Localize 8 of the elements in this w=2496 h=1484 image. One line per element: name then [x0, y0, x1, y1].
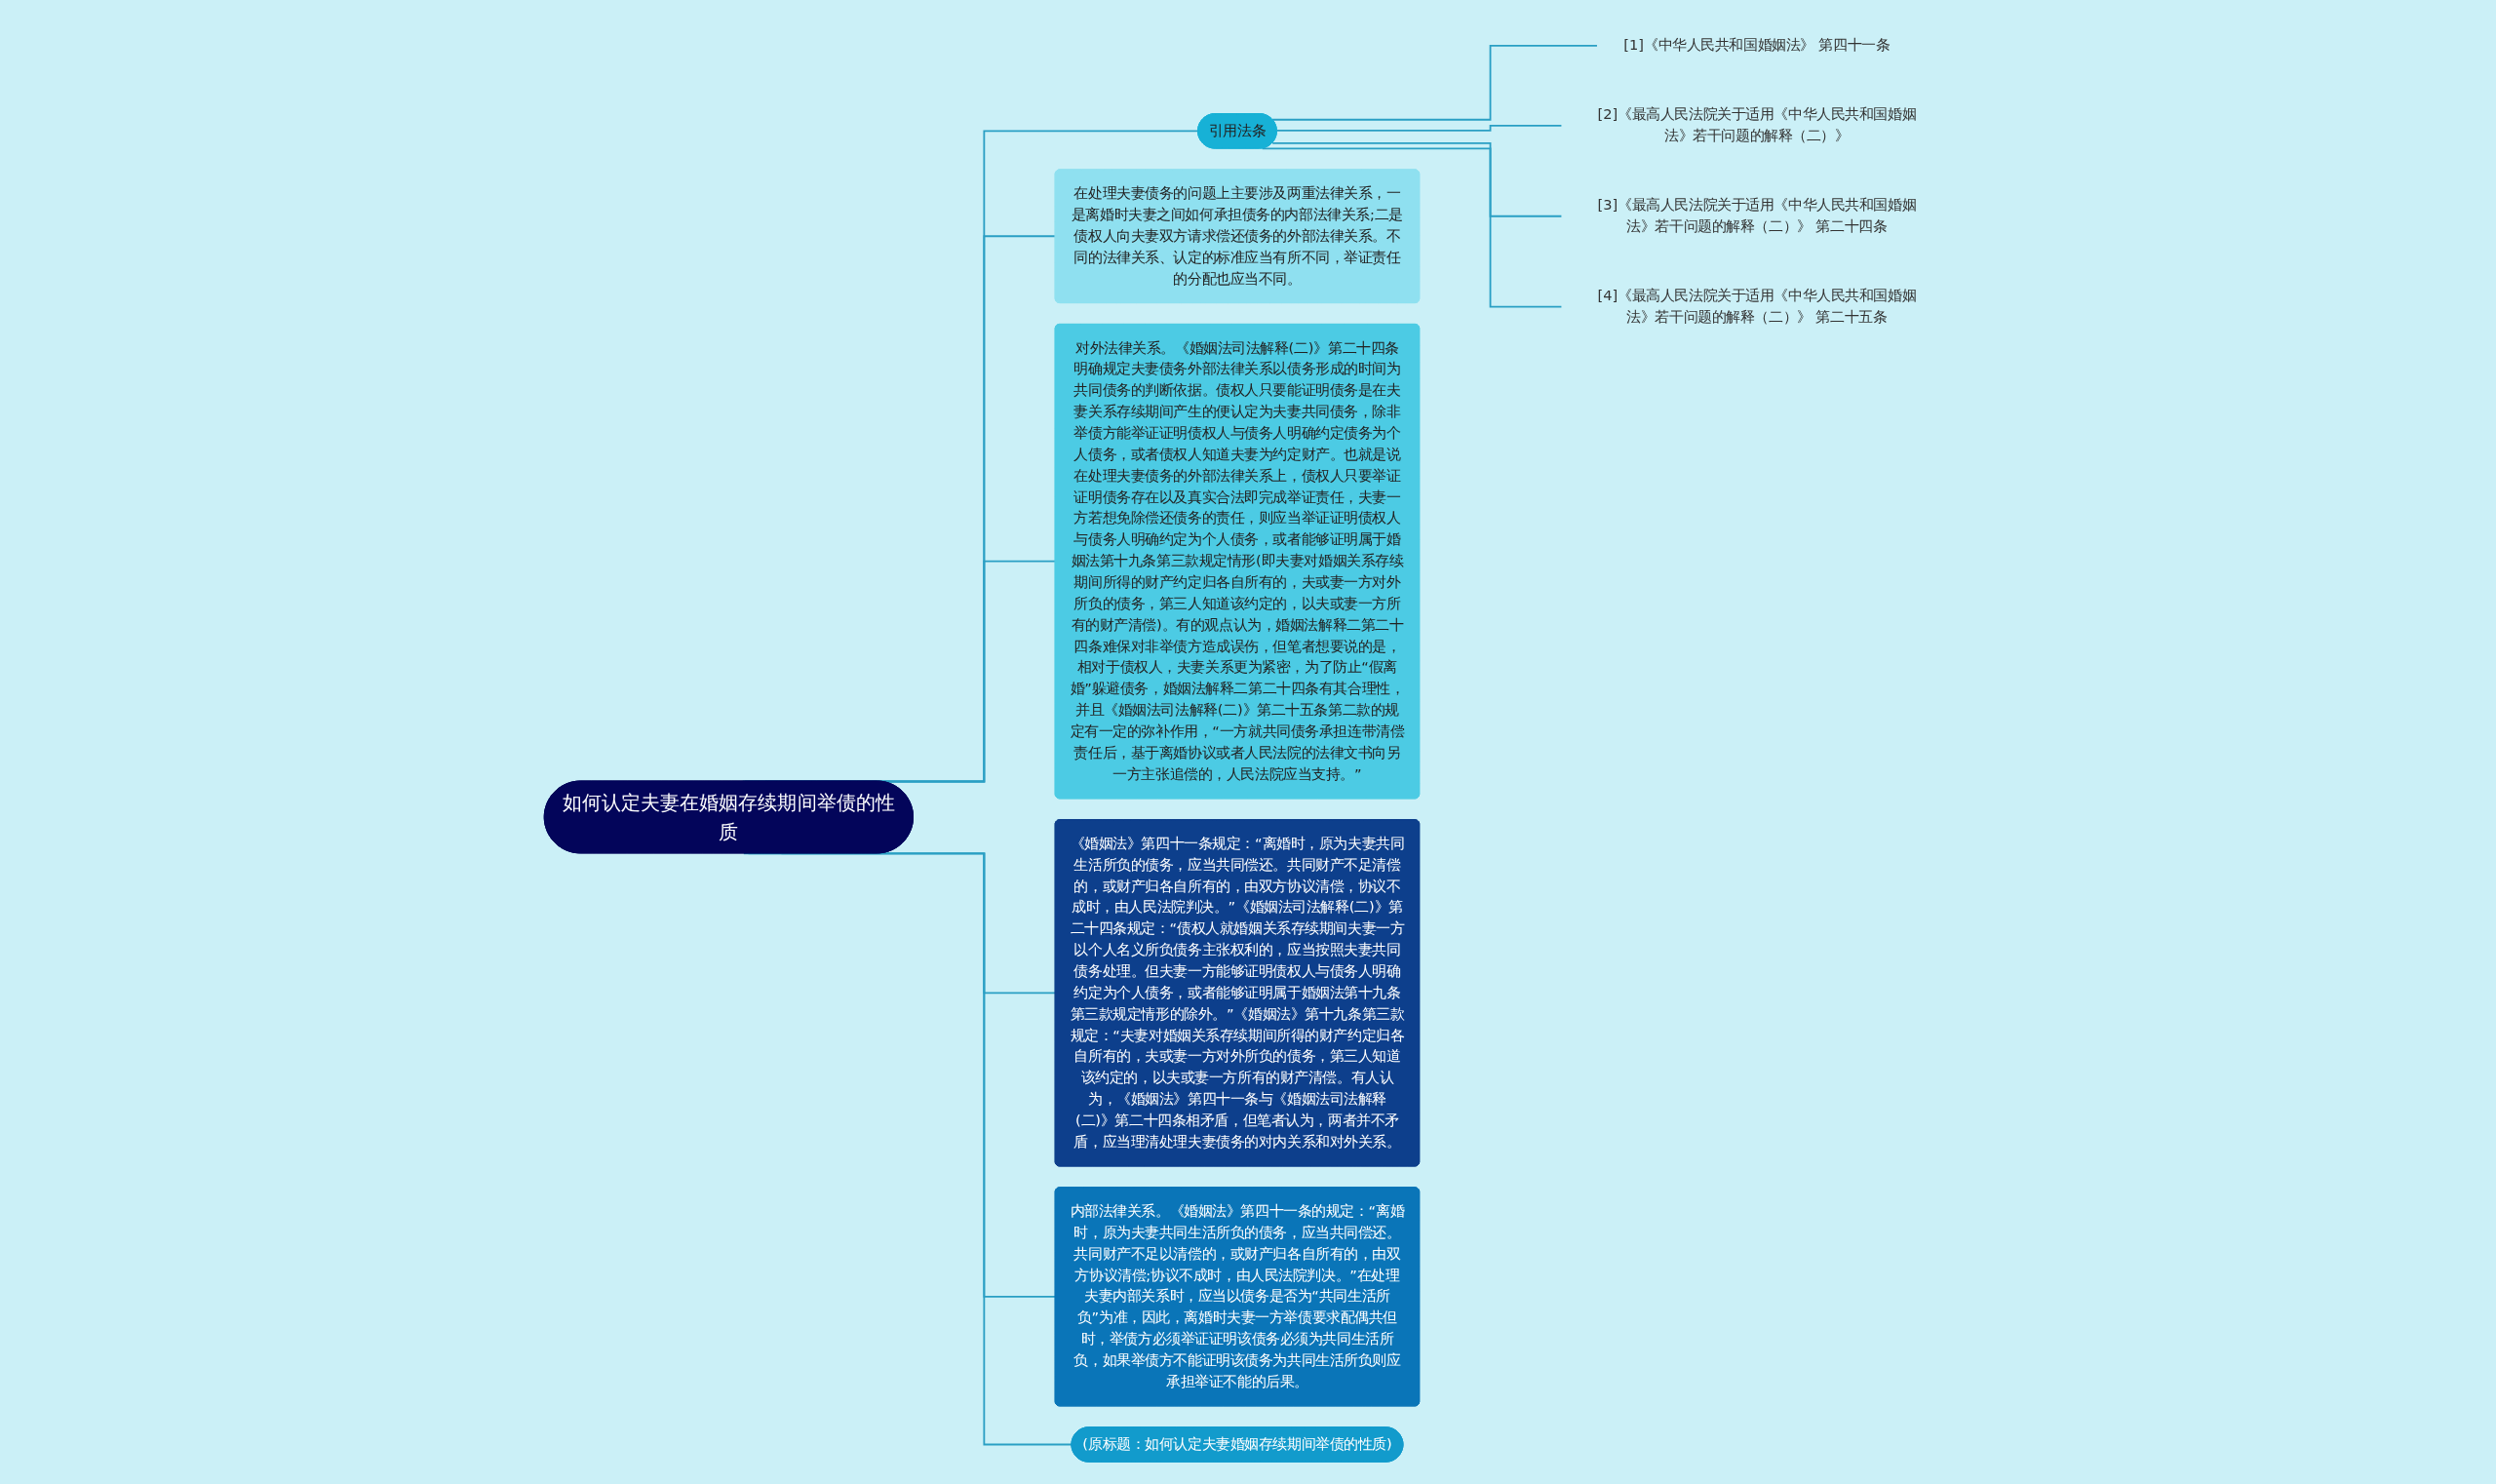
node-text: [2]《最高人民法院关于适用《中华人民共和国婚姻法》若干问题的解释（二）》	[1597, 106, 1916, 145]
connector	[1270, 142, 1563, 217]
connector	[1275, 125, 1563, 133]
connector	[1270, 45, 1598, 121]
node-text: [1]《中华人民共和国婚姻法》 第四十一条	[1623, 37, 1891, 55]
connector	[1261, 147, 1563, 308]
node-text: [4]《最高人民法院关于适用《中华人民共和国婚姻法》若干问题的解释（二）》 第二十五条	[1597, 287, 1916, 327]
node-text: [3]《最高人民法院关于适用《中华人民共和国婚姻法》若干问题的解释（二）》 第二十四条	[1597, 196, 1916, 236]
